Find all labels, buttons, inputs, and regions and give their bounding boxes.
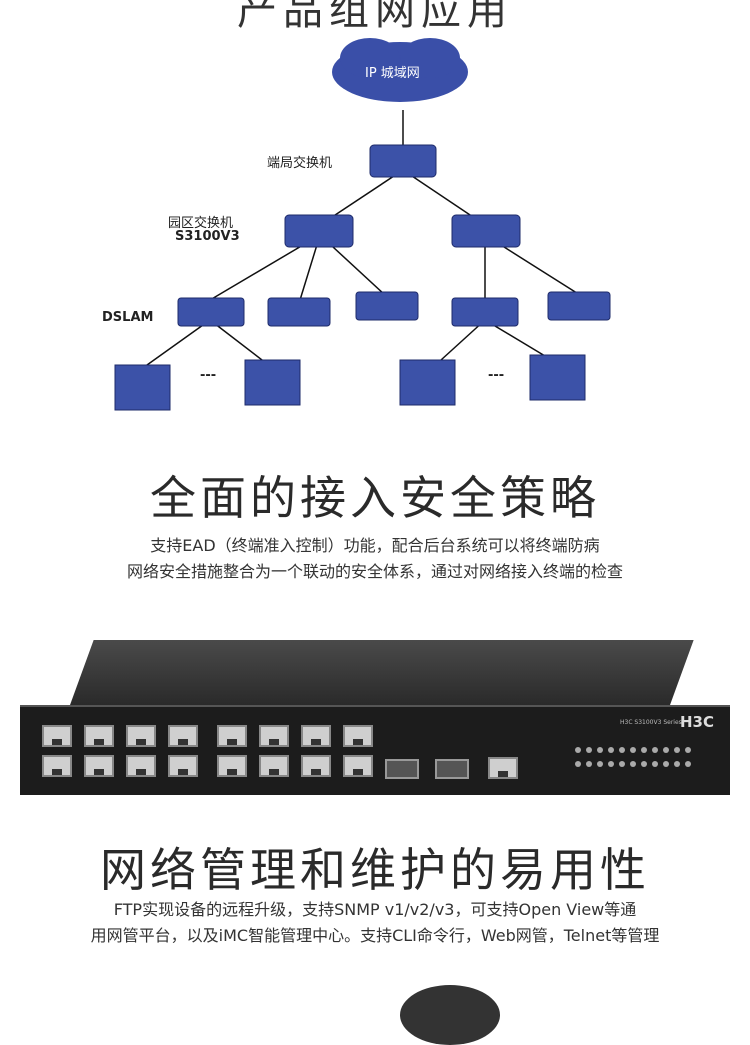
dslam-icon xyxy=(355,291,419,321)
section-text-line: 网络安全措施整合为一个联动的安全体系，通过对网络接入终端的检查 xyxy=(126,562,623,581)
ellipsis: --- xyxy=(488,368,505,383)
status-led xyxy=(608,747,614,753)
agg-switch-model: S3100V3 xyxy=(175,229,240,244)
cloud-icon xyxy=(332,38,468,102)
decorative-circle xyxy=(400,985,500,1045)
brand-logo: H3C xyxy=(680,713,714,731)
sfp-port xyxy=(385,759,419,779)
ethernet-port xyxy=(42,725,72,747)
status-led xyxy=(630,747,636,753)
status-led xyxy=(652,747,658,753)
section-text-line: FTP实现设备的远程升级，支持SNMP v1/v2/v3，可支持Open Vie… xyxy=(113,900,637,919)
ethernet-port xyxy=(126,755,156,777)
ethernet-port xyxy=(343,725,373,747)
ethernet-port xyxy=(259,755,289,777)
computer-icon xyxy=(399,359,456,406)
ethernet-port xyxy=(84,755,114,777)
ethernet-port xyxy=(168,725,198,747)
ethernet-port xyxy=(168,755,198,777)
ethernet-port xyxy=(126,725,156,747)
ethernet-port xyxy=(259,725,289,747)
dslam-icon xyxy=(267,297,331,327)
core-switch-label: 端局交换机 xyxy=(267,156,333,171)
ethernet-port xyxy=(343,755,373,777)
status-led xyxy=(597,761,603,767)
section-text-line: 支持EAD（终端准入控制）功能，配合后台系统可以将终端防病 xyxy=(150,536,600,555)
console-port xyxy=(488,757,518,779)
ethernet-port xyxy=(42,755,72,777)
network-diagram xyxy=(114,38,611,411)
core-switch-icon xyxy=(369,144,437,178)
status-led xyxy=(641,761,647,767)
agg-switch-label: 园区交换机 xyxy=(168,216,234,231)
status-led xyxy=(641,747,647,753)
computer-icon xyxy=(529,354,586,401)
agg-switch-icon xyxy=(451,214,521,248)
dslam-label: DSLAM xyxy=(102,310,154,325)
ellipsis: --- xyxy=(200,368,217,383)
status-led xyxy=(619,747,625,753)
ethernet-port xyxy=(217,725,247,747)
ethernet-port xyxy=(301,755,331,777)
status-led xyxy=(608,761,614,767)
ethernet-port xyxy=(301,725,331,747)
dslam-icon xyxy=(547,291,611,321)
top-title: 产品组网应用 xyxy=(237,0,513,34)
status-led xyxy=(619,761,625,767)
status-led xyxy=(575,747,581,753)
switch-product-image: H3C S3100V3 Series H3C xyxy=(20,640,730,800)
section-title-security: 全面的接入安全策略 xyxy=(150,471,600,525)
status-led xyxy=(630,761,636,767)
dslam-icon xyxy=(177,297,245,327)
status-led xyxy=(674,761,680,767)
status-led xyxy=(575,761,581,767)
computer-icon xyxy=(244,359,301,406)
status-led xyxy=(685,761,691,767)
agg-switch-icon xyxy=(284,214,354,248)
computer-icon xyxy=(114,364,171,411)
series-label: H3C S3100V3 Series xyxy=(620,719,682,726)
status-led xyxy=(597,747,603,753)
status-led xyxy=(652,761,658,767)
ethernet-port xyxy=(217,755,247,777)
section-text-line: 用网管平台，以及iMC智能管理中心。支持CLI命令行，Web网管，Telnet等… xyxy=(90,926,660,945)
status-led xyxy=(674,747,680,753)
sfp-port xyxy=(435,759,469,779)
ethernet-port xyxy=(84,725,114,747)
status-led xyxy=(663,761,669,767)
status-led xyxy=(685,747,691,753)
cloud-label: IP 城域网 xyxy=(365,66,420,81)
status-led xyxy=(586,761,592,767)
status-led xyxy=(586,747,592,753)
dslam-icon xyxy=(451,297,519,327)
section-title-management: 网络管理和维护的易用性 xyxy=(100,843,650,897)
status-led xyxy=(663,747,669,753)
